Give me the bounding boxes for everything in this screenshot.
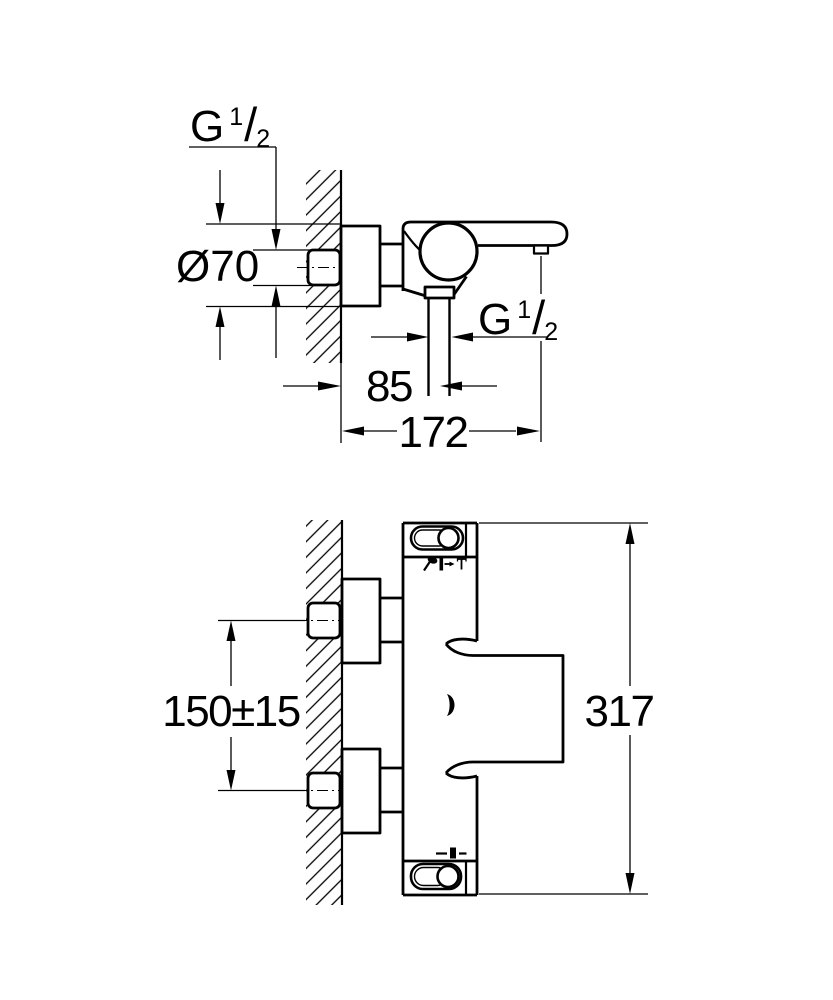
body-mark-icon [447,694,455,716]
tub-spout-icon [456,556,467,570]
escutcheon [339,224,382,308]
side-view [189,146,569,443]
wall-hatch [306,520,342,905]
dim-escutcheon-diameter [206,170,341,360]
thread-sub: 2 [256,125,271,153]
thread-base: G [478,295,513,344]
thermostat-body [401,521,565,897]
dim-inlet-spacing [218,619,305,792]
connector-stub [380,242,404,288]
dim-317-label: 317 [584,687,655,736]
body-neck-curve [403,230,422,252]
dim-wall-thread [189,146,311,358]
dim-85 [283,381,497,391]
inlet-union-bottom [296,747,404,835]
diverter-arrow-icon [444,561,455,567]
diverter-symbols [423,556,467,572]
escutcheon-top [340,577,382,665]
spout-outlet-nub [532,244,550,255]
handshower-icon [423,556,438,572]
dim-172-label: 172 [398,408,469,457]
temperature-stop-icon [436,847,467,859]
thread-base: G [190,102,225,151]
shower-outlet-pipe [427,298,451,396]
diverter-handle [409,525,465,551]
dim-overall-height [479,522,648,895]
temperature-handle [409,862,463,891]
inlet-union-top [296,577,404,665]
outlet-collar [423,285,456,300]
dim-172 [342,256,542,442]
mixer-body [401,220,569,396]
dim-85-label: 85 [366,362,413,411]
diverter-knob-icon [439,556,444,571]
front-view [218,520,648,905]
thread-slash: / [532,291,546,344]
spout-block [444,637,565,780]
dim-150-label: 150±15 [162,687,301,736]
thread-sup: 1 [229,103,244,131]
thread-slash: / [244,98,258,151]
thread-sup: 1 [517,296,532,324]
dim-outlet-thread [371,332,547,342]
control-knob [418,221,479,282]
thread-sub: 2 [544,318,559,346]
escutcheon-bottom [340,747,382,835]
escutcheon-diameter-label: Ø70 [176,242,260,291]
